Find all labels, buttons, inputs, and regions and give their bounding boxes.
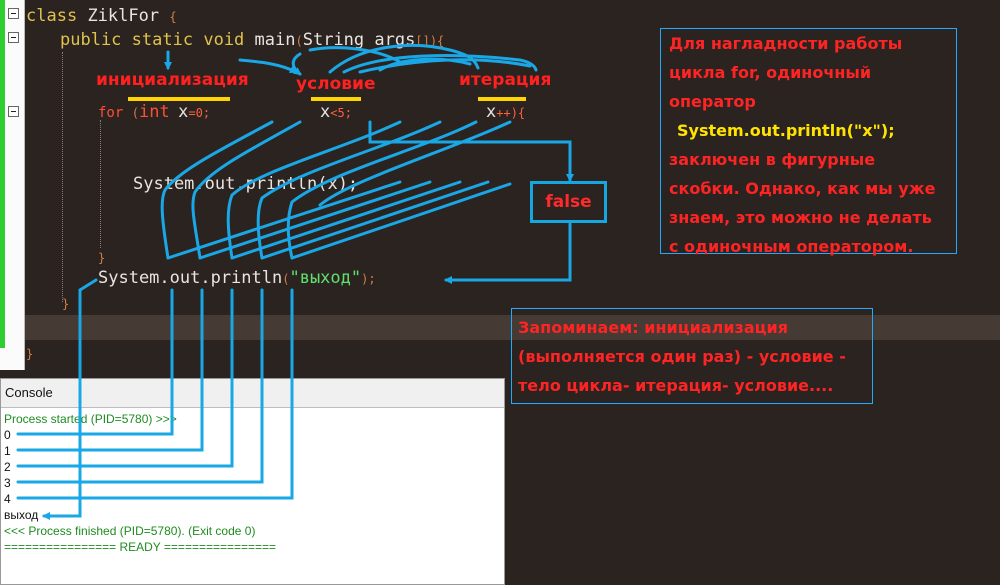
code-iter: x++){ [486,102,525,123]
brace: { [169,10,177,24]
indent-guide [100,120,101,248]
editor-gutter [0,0,25,370]
class-name: ZiklFor [87,6,160,26]
paren: ( [131,106,139,120]
note-explanation: Для нагладности работы цикла for, одиноч… [660,28,957,256]
param-args: args [374,30,416,50]
console-panel[interactable]: Console Process started (PID=5780) >>> 0… [0,378,505,585]
code-line-body: System.out.println(x); [133,174,359,194]
paren-brace: ){ [429,34,445,48]
fold-toggle-for-icon[interactable] [8,106,19,117]
var-x: x [178,102,189,122]
console-line: 1 [4,444,11,458]
false-box: false [530,181,607,223]
init-value: =0; [188,106,211,120]
var-x: x [320,102,331,122]
code-line-class: class ZiklFor { [26,6,177,27]
keyword-public: public [60,30,122,50]
underline-init [128,97,230,101]
code-close-main: } [62,297,70,311]
note-text: с одиночным оператором. [669,237,914,256]
fold-toggle-class-icon[interactable] [8,8,19,19]
cond-rest: <5; [330,106,352,120]
label-initialization: инициализация [96,70,249,90]
code-cond: x<5; [320,102,352,123]
console-line: 2 [4,460,11,474]
note-text: знаем, это можно не делать [669,208,932,227]
note-text: скобки. Однако, как мы уже [669,179,936,198]
string-literal: "выход" [289,268,362,288]
note-text: заключен в фигурные [669,150,876,169]
code-line-for: for (int x=0; [98,102,210,123]
code-close-for: } [98,251,106,265]
keyword-static: static [131,30,194,50]
keyword-void: void [203,30,245,50]
note-text: Для нагладности работы [669,34,903,53]
paren: ); [361,272,376,286]
note-text: тело цикла- итерация- условие.... [518,376,834,395]
console-tab[interactable]: Console [1,379,504,408]
note-remember: Запоминаем: инициализация (выполняется о… [511,308,873,404]
underline-iteration [478,97,526,101]
console-line: выход [4,508,39,522]
println-call: System.out.println [98,268,283,288]
fold-toggle-main-icon[interactable] [8,32,19,43]
false-label: false [545,192,592,212]
method-name: main [254,30,296,50]
indent-guide [62,52,63,302]
keyword-class: class [26,6,78,26]
code-close-class: } [26,347,34,361]
label-iteration: итерация [459,70,552,90]
underline-condition [311,97,361,101]
code-line-exit: System.out.println("выход"); [98,268,376,289]
note-text: цикла for, одиночный [669,63,872,82]
console-output: Process started (PID=5780) >>> 0 1 2 3 4… [1,408,504,555]
console-line: Process started (PID=5780) >>> [4,412,177,426]
console-line: ================ READY ================ [4,540,277,554]
note-text: оператор [669,92,756,111]
iter-rest: ++){ [496,106,526,120]
console-line: 3 [4,476,11,490]
type-string: String [302,30,365,50]
code-line-main: public static void main(String args[]){ [60,30,444,51]
console-line: 4 [4,492,11,506]
var-x: x [486,102,497,122]
change-marker-bar [0,0,5,348]
console-line: <<< Process finished (PID=5780). (Exit c… [4,524,256,538]
note-text: (выполняется один раз) - условие - [518,347,846,366]
paren: ( [295,34,303,48]
note-text: Запоминаем: инициализация [518,318,788,337]
console-line: 0 [4,428,11,442]
paren: ( [282,272,290,286]
brackets: [] [415,34,430,48]
label-condition: условие [296,74,376,94]
keyword-int: int [138,102,170,122]
note-code: System.out.println("x"); [677,121,895,140]
keyword-for: for [98,105,124,121]
